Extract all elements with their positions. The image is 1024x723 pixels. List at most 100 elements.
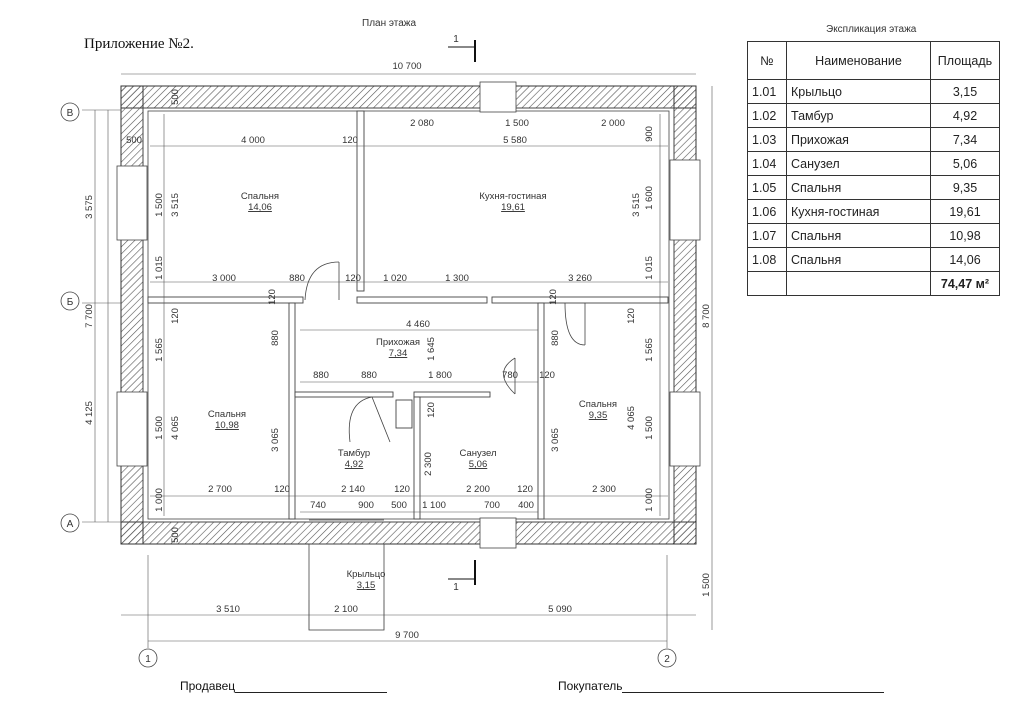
cell-num: 1.07 bbox=[747, 223, 787, 248]
cell-name: Тамбур bbox=[786, 103, 931, 128]
dimension-lines bbox=[82, 73, 713, 648]
cell-name: Кухня-гостиная bbox=[786, 199, 931, 224]
dim-text: 500 bbox=[126, 135, 142, 146]
dim-text: 2 000 bbox=[601, 118, 625, 129]
dim-text: 2 200 bbox=[466, 484, 490, 495]
cell-area: 14,06 bbox=[930, 247, 1000, 272]
cell-name: Санузел bbox=[786, 151, 931, 176]
dim-text: 1 000 bbox=[644, 488, 655, 512]
cell-area: 7,34 bbox=[930, 127, 1000, 152]
dim-text: 4 065 bbox=[626, 406, 637, 430]
dim-text: 1 000 bbox=[154, 488, 165, 512]
axis-b: В bbox=[67, 108, 74, 119]
dim-text: 10 700 bbox=[392, 61, 421, 72]
windows bbox=[116, 81, 701, 549]
dim-text: 1 500 bbox=[154, 416, 165, 440]
room-bedroom-top-left-area: 14,06 bbox=[248, 202, 272, 213]
dim-text: 120 bbox=[394, 484, 410, 495]
dim-text: 880 bbox=[270, 330, 281, 346]
interior-walls bbox=[147, 110, 669, 520]
cell-num: 1.04 bbox=[747, 151, 787, 176]
dim-text: 120 bbox=[426, 402, 437, 418]
dim-text: 5 580 bbox=[503, 135, 527, 146]
cell-area: 5,06 bbox=[930, 151, 1000, 176]
dim-text: 3 515 bbox=[170, 193, 181, 217]
dim-text: 1 500 bbox=[505, 118, 529, 129]
dim-text: 5 090 bbox=[548, 604, 572, 615]
dim-text: 1 800 bbox=[428, 370, 452, 381]
total-area: 74,47 м² bbox=[930, 271, 1000, 296]
dim-text: 3 510 bbox=[216, 604, 240, 615]
table-total-row: 74,47 м² bbox=[747, 271, 1000, 296]
cell-area: 3,15 bbox=[930, 79, 1000, 104]
seller-signature: Продавец bbox=[180, 679, 388, 693]
col-header-name: Наименование bbox=[786, 41, 931, 80]
room-bedroom-right-area: 9,35 bbox=[589, 410, 608, 421]
room-hall-name: Прихожая bbox=[376, 337, 420, 348]
dim-text: 9 700 bbox=[395, 630, 419, 641]
room-vestibule-area: 4,92 bbox=[345, 459, 364, 470]
room-vestibule-name: Тамбур bbox=[338, 448, 370, 459]
dim-text: 2 700 bbox=[208, 484, 232, 495]
cell-num: 1.05 bbox=[747, 175, 787, 200]
cell-name: Прихожая bbox=[786, 127, 931, 152]
cell-area: 9,35 bbox=[930, 175, 1000, 200]
room-kitchen-area: 19,61 bbox=[501, 202, 525, 213]
outer-walls bbox=[120, 85, 697, 545]
dim-text: 8 700 bbox=[701, 304, 712, 328]
dim-text: 2 300 bbox=[423, 452, 434, 476]
dim-text: 1 500 bbox=[644, 416, 655, 440]
buyer-label: Покупатель bbox=[558, 679, 623, 693]
dim-text: 120 bbox=[345, 273, 361, 284]
dim-text: 120 bbox=[267, 289, 278, 305]
dim-text: 900 bbox=[644, 126, 655, 142]
dim-text: 120 bbox=[626, 308, 637, 324]
porch-outline bbox=[308, 543, 385, 631]
dim-text: 3 260 bbox=[568, 273, 592, 284]
cell-name: Крыльцо bbox=[786, 79, 931, 104]
plan-title: План этажа bbox=[362, 18, 417, 29]
cell-num: 1.02 bbox=[747, 103, 787, 128]
cell-num: 1.01 bbox=[747, 79, 787, 104]
dim-text: 880 bbox=[361, 370, 377, 381]
dim-text: 4 125 bbox=[84, 401, 95, 425]
room-bedroom-right-name: Спальня bbox=[579, 399, 617, 410]
dim-text: 120 bbox=[170, 308, 181, 324]
cell-num: 1.08 bbox=[747, 247, 787, 272]
buyer-signature: Покупатель bbox=[558, 679, 885, 693]
cell-area: 19,61 bbox=[930, 199, 1000, 224]
dim-text: 1 645 bbox=[426, 337, 437, 361]
dim-text: 1 020 bbox=[383, 273, 407, 284]
dim-text: 3 515 bbox=[631, 193, 642, 217]
dim-text: 120 bbox=[539, 370, 555, 381]
cell-area: 4,92 bbox=[930, 103, 1000, 128]
dim-text: 2 140 bbox=[341, 484, 365, 495]
dim-text: 740 bbox=[310, 500, 326, 511]
table-header-row: № Наименование Площадь bbox=[747, 41, 1000, 80]
dim-text: 3 065 bbox=[270, 428, 281, 452]
explication-title: Экспликация этажа bbox=[826, 24, 917, 35]
dim-text: 2 300 bbox=[592, 484, 616, 495]
dim-text: 1 565 bbox=[154, 338, 165, 362]
cell-name: Спальня bbox=[786, 223, 931, 248]
cell-area: 10,98 bbox=[930, 223, 1000, 248]
dim-text: 2 080 bbox=[410, 118, 434, 129]
dim-text: 1 300 bbox=[445, 273, 469, 284]
dim-text: 120 bbox=[548, 289, 559, 305]
room-porch-area: 3,15 bbox=[357, 580, 376, 591]
dim-text: 500 bbox=[170, 89, 181, 105]
dim-text: 880 bbox=[550, 330, 561, 346]
axis-bb: Б bbox=[67, 297, 74, 308]
dim-text: 1 600 bbox=[644, 186, 655, 210]
room-bathroom-area: 5,06 bbox=[469, 459, 488, 470]
dim-text: 900 bbox=[358, 500, 374, 511]
dim-text: 3 000 bbox=[212, 273, 236, 284]
dim-text: 120 bbox=[517, 484, 533, 495]
